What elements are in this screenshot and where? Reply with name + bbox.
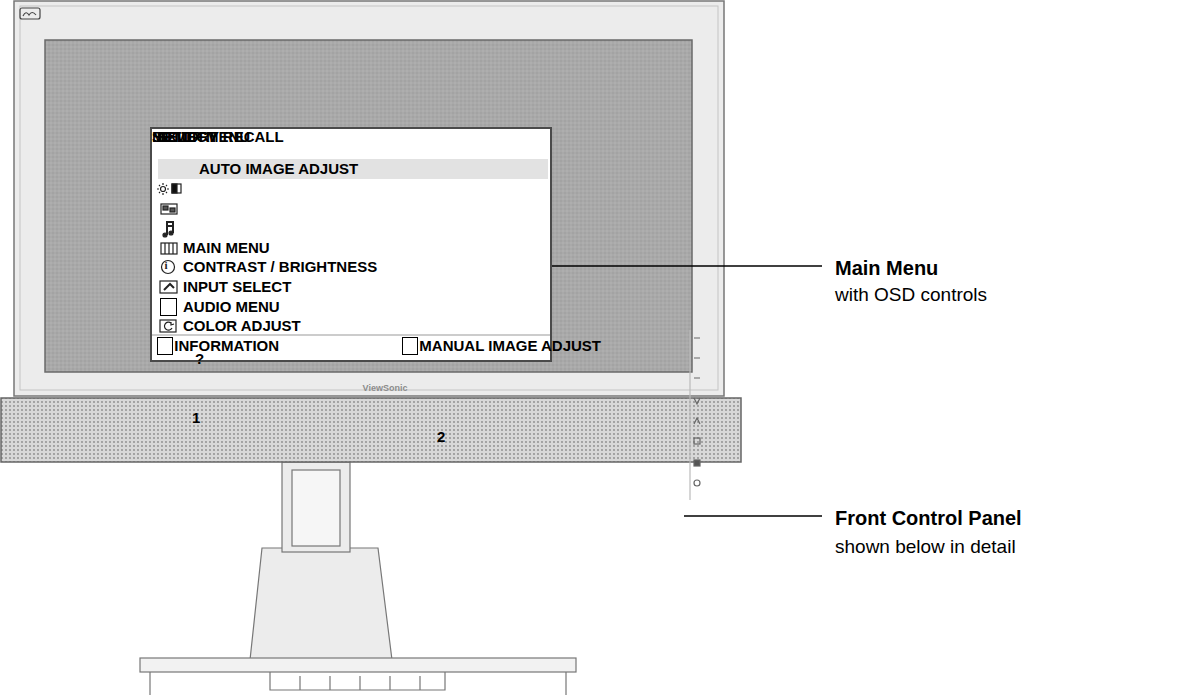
callout-title: Front Control Panel	[835, 507, 1022, 530]
menu-title: MAIN MENU	[183, 240, 270, 257]
node-text: 2	[434, 429, 448, 446]
menu-item: COLOR ADJUST	[183, 318, 301, 335]
menu-item: CONTRAST / BRIGHTNESS	[183, 259, 377, 276]
leader-line	[684, 515, 822, 517]
speaker-bar	[1, 398, 741, 462]
highlight-row: AUTO IMAGE ADJUST	[158, 159, 548, 179]
osd-menu-box: AUTO IMAGE ADJUST? 1 2 MAIN MENU CONTRAST / …	[150, 127, 552, 362]
menu-item: MANUAL IMAGE ADJUST	[419, 338, 601, 355]
icon-letter: i	[164, 259, 167, 272]
screen	[45, 40, 692, 372]
key-box: 1	[157, 337, 173, 356]
menu-item: INPUT SELECT	[183, 279, 291, 296]
bezel	[14, 1, 724, 396]
icon-box: ?	[160, 298, 177, 317]
node-text: AUTO IMAGE ADJUST	[199, 161, 358, 178]
node-text: 1	[189, 410, 203, 427]
key-box: 2	[402, 337, 418, 356]
menu-item: :SELECT	[152, 129, 216, 146]
brand-logo: ViewSonic	[363, 383, 408, 393]
callout-note: with OSD controls	[835, 284, 987, 306]
callout-note: shown below in detail	[835, 536, 1016, 558]
callout-title: Main Menu	[835, 257, 938, 280]
front-control-buttons	[690, 330, 700, 500]
stand	[140, 462, 576, 695]
menu-item: AUDIO MENU	[183, 299, 280, 316]
menu-item: INFORMATION	[174, 338, 279, 355]
logo-icon	[20, 8, 40, 19]
